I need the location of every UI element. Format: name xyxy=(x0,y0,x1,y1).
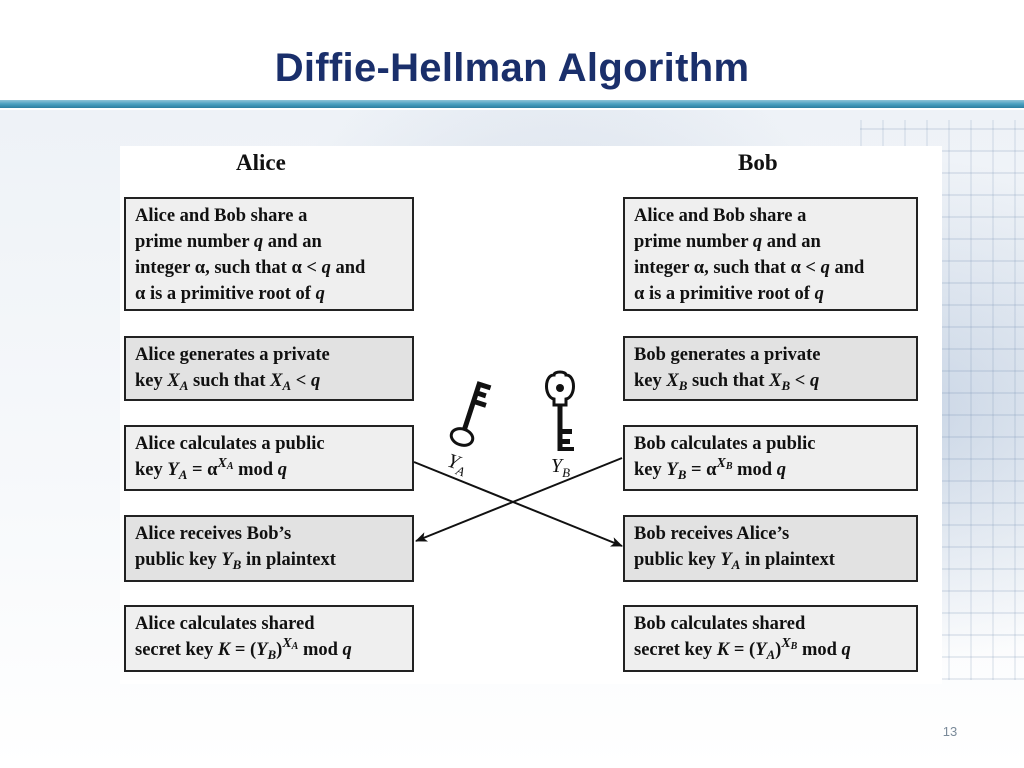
page-number: 13 xyxy=(942,724,958,739)
bob-step-1: Alice and Bob share a prime number q and… xyxy=(623,197,918,311)
alice-step-2: Alice generates a private key XA such th… xyxy=(124,336,414,401)
bob-step-4: Bob receives Alice’s public key YA in pl… xyxy=(623,515,918,582)
bob-header: Bob xyxy=(738,150,778,175)
bob-step-3: Bob calculates a public key YB = αXB mod… xyxy=(623,425,918,491)
alice-header: Alice xyxy=(236,150,286,175)
alice-step-1: Alice and Bob share a prime number q and… xyxy=(124,197,414,311)
alice-step-4: Alice receives Bob’s public key YB in pl… xyxy=(124,515,414,582)
slide-title: Diffie-Hellman Algorithm xyxy=(274,46,750,90)
bob-step-2: Bob generates a private key XB such that… xyxy=(623,336,918,401)
bob-key-label: YB xyxy=(551,455,571,480)
title-divider xyxy=(0,100,1024,108)
alice-step-3: Alice calculates a public key YA = αXA m… xyxy=(124,425,414,491)
alice-step-5: Alice calculates shared secret key K = (… xyxy=(124,605,414,672)
bob-step-5: Bob calculates shared secret key K = (YA… xyxy=(623,605,918,672)
